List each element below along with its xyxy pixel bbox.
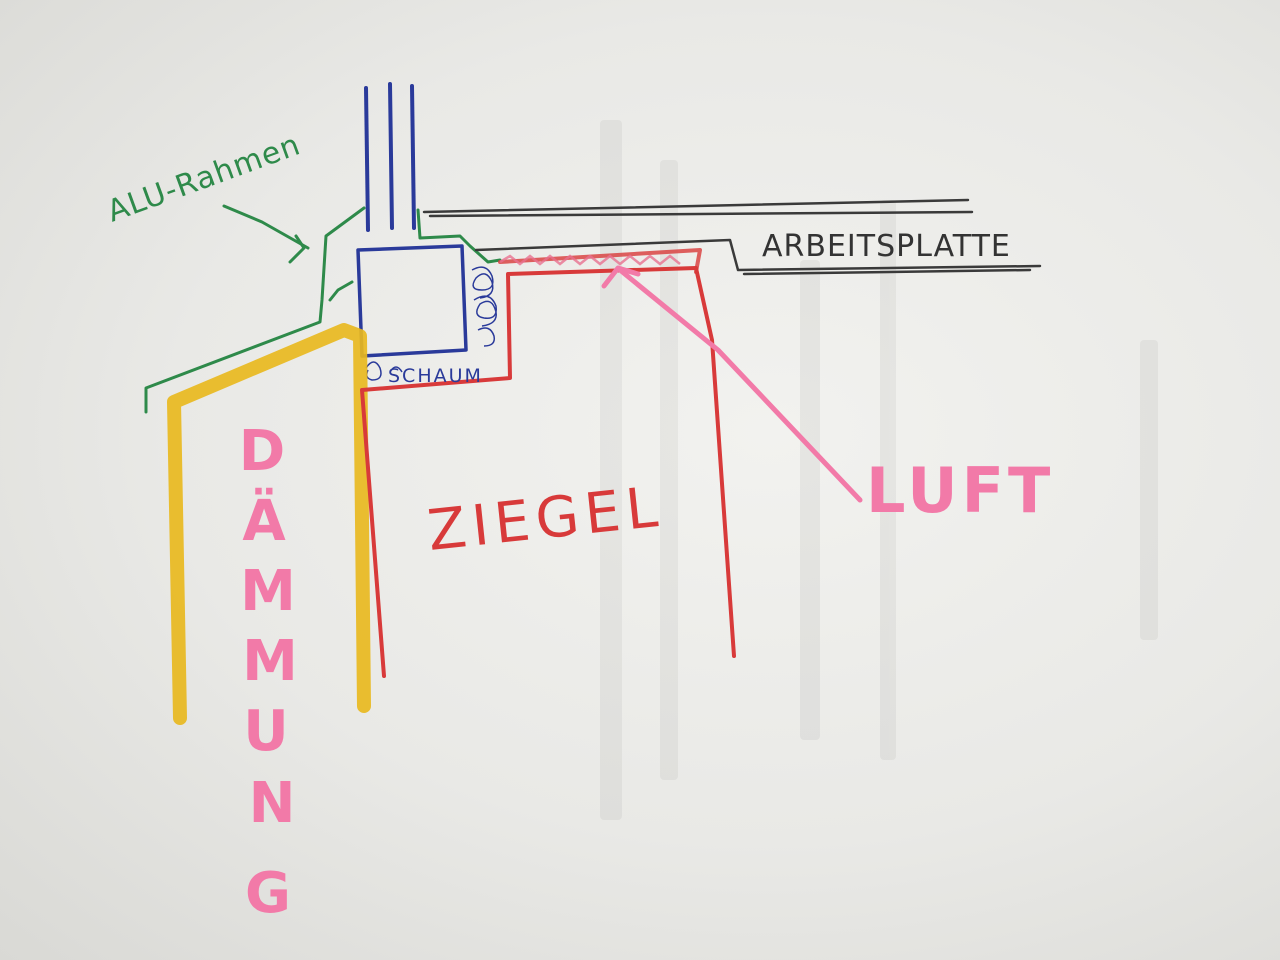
daemmung-letter: D	[239, 419, 285, 484]
air-arrow	[601, 265, 863, 503]
daemmung-letter: Ä	[242, 489, 286, 554]
countertop	[422, 198, 1042, 276]
alu-rahmen-label: ALU-Rahmen	[103, 127, 306, 229]
brick-outline	[360, 248, 736, 678]
daemmung-letter: M	[242, 629, 298, 694]
schaum-label: SCHAUM	[388, 365, 483, 387]
insulation-layer	[167, 323, 371, 725]
daemmung-letter: G	[245, 861, 291, 926]
daemmung-letter: N	[249, 771, 296, 836]
daemmung-letter: U	[243, 699, 288, 764]
window-glass	[364, 82, 416, 232]
daemmung-letter: M	[240, 559, 296, 624]
air-gap-hatch	[499, 254, 681, 266]
luft-label: LUFT	[866, 454, 1054, 527]
foam-scribbles	[365, 266, 497, 381]
window-frame-profile	[356, 244, 468, 358]
daemmung-label: D Ä M M U N G	[239, 419, 298, 926]
arbeitsplatte-label: ARBEITSPLATTE	[762, 229, 1011, 264]
ziegel-label: ZIEGEL	[425, 475, 667, 564]
alu-frame	[144, 204, 502, 414]
